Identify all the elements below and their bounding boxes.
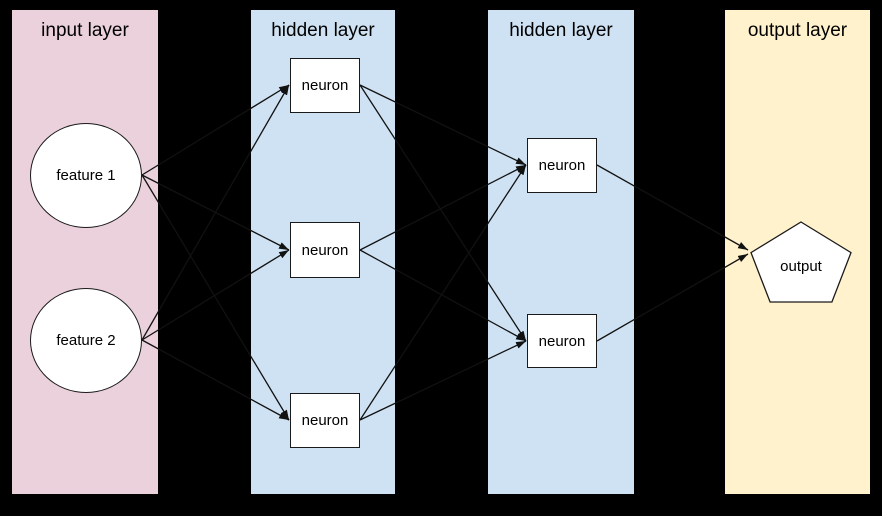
layer-title-output: output layer: [747, 20, 848, 41]
node-feature-2: feature 2: [30, 288, 142, 393]
node-h2-neuron-2-label: neuron: [538, 332, 586, 350]
node-feature-1: feature 1: [30, 123, 142, 228]
node-h2-neuron-2: neuron: [527, 314, 597, 368]
layer-title-input: input layer: [41, 20, 129, 41]
node-h1-neuron-1-label: neuron: [301, 77, 349, 94]
node-h1-neuron-3: neuron: [290, 393, 360, 448]
layer-column-hidden-2: hidden layer: [488, 10, 634, 494]
layer-column-input: input layer: [12, 10, 158, 494]
layer-column-output: output layer: [725, 10, 870, 494]
layer-title-hidden-1: hidden layer: [271, 20, 375, 41]
node-h1-neuron-3-label: neuron: [301, 412, 349, 429]
node-feature-1-label: feature 1: [56, 167, 116, 184]
node-h2-neuron-1-label: neuron: [538, 157, 586, 174]
node-feature-2-label: feature 2: [56, 332, 116, 349]
node-h1-neuron-2: neuron: [290, 222, 360, 278]
layer-title-hidden-2: hidden layer: [509, 20, 613, 41]
node-output-label: output: [780, 258, 822, 275]
node-h2-neuron-1: neuron: [527, 138, 597, 193]
node-h1-neuron-2-label: neuron: [301, 241, 349, 259]
node-h1-neuron-1: neuron: [290, 58, 360, 113]
